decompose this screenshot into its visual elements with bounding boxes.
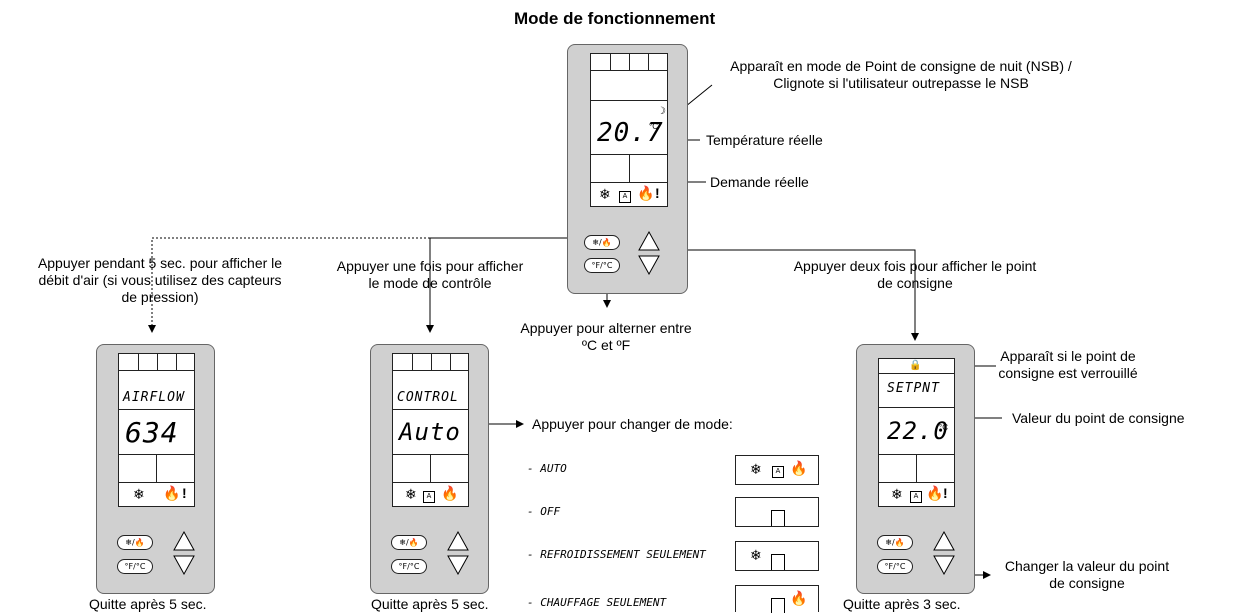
up-arrow-icon[interactable] <box>933 531 955 551</box>
mode-off-label: - OFF <box>527 505 561 518</box>
auto-icon: A <box>772 466 784 478</box>
flame-icon: 🔥 <box>163 485 181 501</box>
press-once-annotation: Appuyer une fois pour afficher le mode d… <box>336 258 524 291</box>
mode-button[interactable]: ❄/🔥 <box>584 235 620 250</box>
change-setpoint-annotation: Changer la valeur du point de consigne <box>1004 558 1170 591</box>
mode-cool-label: - REFROIDISSEMENT SEULEMENT <box>527 548 706 561</box>
press-twice-annotation: Appuyer deux fois pour afficher le point… <box>793 258 1037 291</box>
units-button[interactable]: °F/°C <box>877 559 913 574</box>
flame-icon: 🔥 <box>790 590 808 606</box>
diagram-title: Mode de fonctionnement <box>514 9 716 28</box>
setpoint-thermostat: 🔒 SETPNT 22.0 °C ❄ A 🔥 ! ❄/🔥 °F/°C <box>856 344 975 594</box>
alert-icon: ! <box>943 485 948 501</box>
airflow-value: 634 <box>125 416 179 449</box>
actual-demand-annotation: Demande réelle <box>710 174 809 190</box>
flame-icon: 🔥 <box>441 485 459 501</box>
mode-auto-box: ❄ A 🔥 <box>735 455 819 485</box>
mode-auto-label: - AUTO <box>527 462 567 475</box>
top-grid <box>591 54 667 71</box>
snowflake-icon: ❄ <box>599 186 611 202</box>
snowflake-icon: ❄ <box>750 547 762 563</box>
mode-heat-label: - CHAUFFAGE SEULEMENT <box>527 596 667 609</box>
airflow-thermostat: AIRFLOW 634 ❄ 🔥 ! ❄/🔥 °F/°C <box>96 344 215 594</box>
down-arrow-icon[interactable] <box>638 255 660 275</box>
setpoint-exit-note: Quitte après 3 sec. <box>843 596 961 612</box>
airflow-label: AIRFLOW <box>123 390 185 405</box>
actual-temp-annotation: Température réelle <box>706 132 823 148</box>
setpoint-display: 🔒 SETPNT 22.0 °C ❄ A 🔥 ! <box>878 358 955 507</box>
lock-annotation: Apparaît si le point de consigne est ver… <box>998 348 1138 381</box>
snowflake-icon: ❄ <box>405 486 417 502</box>
up-arrow-icon[interactable] <box>638 231 660 251</box>
snowflake-icon: ❄ <box>750 461 762 477</box>
airflow-exit-note: Quitte après 5 sec. <box>89 596 207 612</box>
down-arrow-icon[interactable] <box>173 555 195 575</box>
control-value: Auto <box>399 418 461 446</box>
control-display: CONTROL Auto ❄ A 🔥 <box>392 353 469 507</box>
flame-icon: 🔥 <box>790 460 808 476</box>
control-exit-note: Quitte après 5 sec. <box>371 596 489 612</box>
toggle-units-annotation: Appuyer pour alterner entre ºC et ºF <box>520 320 692 353</box>
lock-icon: 🔒 <box>909 360 922 371</box>
mode-button[interactable]: ❄/🔥 <box>877 535 913 550</box>
mode-heat-box: 🔥 <box>735 585 819 613</box>
main-display: ☽ 20.7 °C ❄ A 🔥 ! <box>590 53 668 207</box>
setpoint-unit: °C <box>939 423 948 432</box>
auto-icon: A <box>910 491 922 503</box>
down-arrow-icon[interactable] <box>447 555 469 575</box>
setpoint-value-annotation: Valeur du point de consigne <box>1012 410 1185 426</box>
moon-icon: ☽ <box>657 106 666 117</box>
units-button[interactable]: °F/°C <box>391 559 427 574</box>
alert-icon: ! <box>182 485 187 501</box>
control-thermostat: CONTROL Auto ❄ A 🔥 ❄/🔥 °F/°C <box>370 344 489 594</box>
flame-icon: 🔥 <box>926 485 944 501</box>
mode-button[interactable]: ❄/🔥 <box>391 535 427 550</box>
auto-icon: A <box>619 191 631 203</box>
units-button[interactable]: °F/°C <box>584 258 620 273</box>
change-mode-annotation: Appuyer pour changer de mode: <box>532 416 733 432</box>
control-label: CONTROL <box>397 390 459 405</box>
up-arrow-icon[interactable] <box>173 531 195 551</box>
main-thermostat: ☽ 20.7 °C ❄ A 🔥 ! ❄/🔥 °F/°C <box>567 44 688 294</box>
auto-icon: A <box>423 491 435 503</box>
down-arrow-icon[interactable] <box>933 555 955 575</box>
snowflake-icon: ❄ <box>133 486 145 502</box>
press-airflow-annotation: Appuyer pendant 5 sec. pour afficher le … <box>37 255 283 305</box>
mode-button[interactable]: ❄/🔥 <box>117 535 153 550</box>
nsb-annotation: Apparaît en mode de Point de consigne de… <box>730 58 1072 91</box>
alert-icon: ! <box>655 185 660 201</box>
units-button[interactable]: °F/°C <box>117 559 153 574</box>
airflow-display: AIRFLOW 634 ❄ 🔥 ! <box>118 353 195 507</box>
mode-cool-box: ❄ <box>735 541 819 571</box>
up-arrow-icon[interactable] <box>447 531 469 551</box>
setpoint-value: 22.0 <box>887 417 949 445</box>
flame-icon: 🔥 <box>637 185 655 201</box>
mode-off-box <box>735 497 819 527</box>
snowflake-icon: ❄ <box>891 486 903 502</box>
main-temperature: 20.7 <box>597 118 664 148</box>
main-unit: °C <box>649 122 658 131</box>
setpoint-label: SETPNT <box>887 381 940 396</box>
